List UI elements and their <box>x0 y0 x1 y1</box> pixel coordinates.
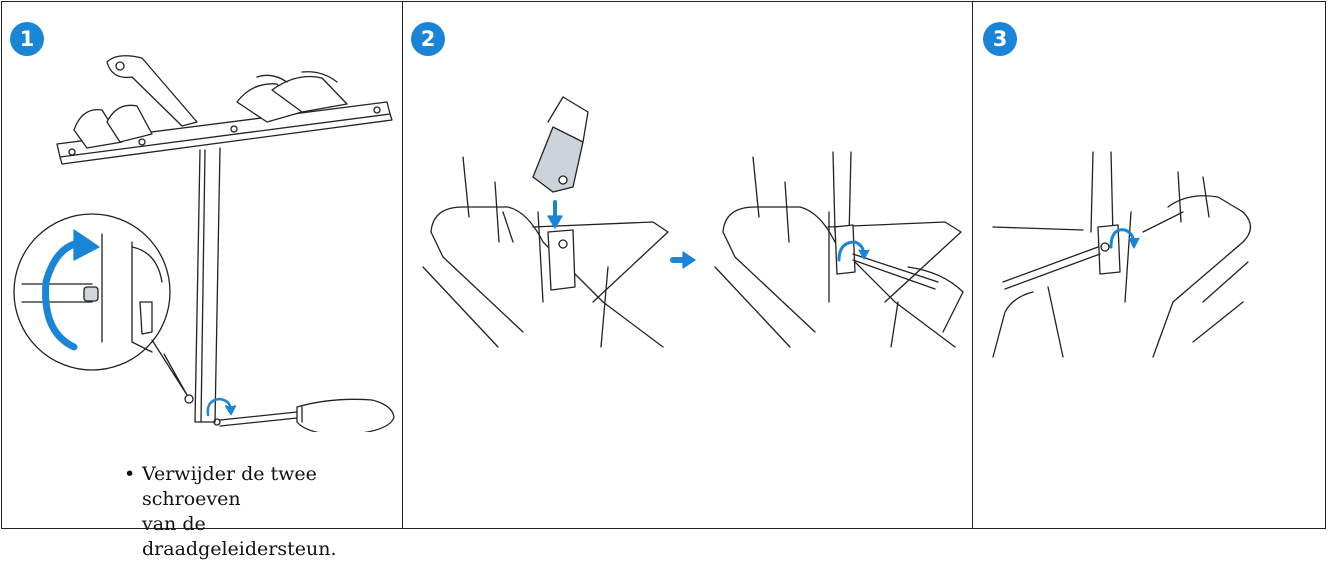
step-1-panel: 1 • <box>2 2 402 560</box>
step-3-panel: 3 <box>973 2 1327 528</box>
caption-line-1: Verwijder de twee schroeven <box>142 463 317 510</box>
tighten-screw-illustration <box>992 151 1252 358</box>
screw-removal-illustration <box>13 55 395 432</box>
panel-divider <box>972 1 973 529</box>
instruction-frame <box>1 1 1326 529</box>
panel-divider <box>402 1 403 529</box>
step-3-badge: 3 <box>983 22 1017 56</box>
attach-bracket-illustration <box>422 96 964 348</box>
caption-line-2: van de draadgeleidersteun. <box>142 513 337 560</box>
step-1-caption: • Verwijder de twee schroeven van de dra… <box>124 462 402 562</box>
step-2-badge: 2 <box>411 22 445 56</box>
step-2-panel: 2 <box>403 2 972 528</box>
step-1-badge: 1 <box>10 22 44 56</box>
